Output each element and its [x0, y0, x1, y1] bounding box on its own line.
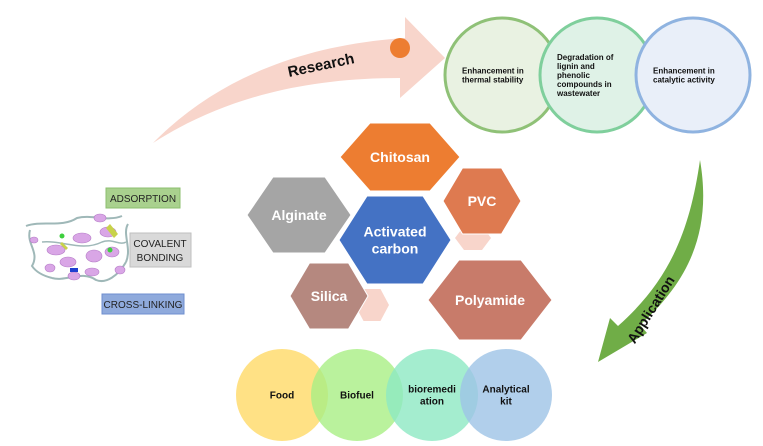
- outcome-1-text-line-2: thermal stability: [462, 75, 524, 84]
- application-biofuel-circle: [311, 349, 403, 441]
- support-alginate-hexagon: [246, 176, 352, 254]
- outcome-2-text-line-5: wastewater: [556, 89, 600, 98]
- research-arrow: [153, 17, 445, 143]
- outcome-3: [634, 16, 752, 134]
- support-alginate-label-line-1: Alginate: [271, 207, 326, 223]
- immobilization-methods: ADSORPTION COVALENT BONDING CROSS-LINKIN…: [101, 187, 192, 315]
- research-dot-icon: [390, 38, 410, 58]
- outcome-3-text-line-1: Enhancement in: [653, 66, 715, 75]
- method-covalent-bonding-label-line1: COVALENT: [133, 239, 186, 250]
- outcome-2-text-line-2: lignin and: [557, 62, 595, 71]
- support-activated-carbon-hexagon: [338, 195, 452, 285]
- application-analytical-kit-label-line-2: kit: [500, 397, 512, 408]
- method-covalent-bonding-label-line2: BONDING: [137, 253, 184, 264]
- support-pvc-label-line-1: PVC: [468, 193, 497, 209]
- application-food-label-line-1: Food: [270, 391, 294, 402]
- application-biofuel-label-line-1: Biofuel: [340, 391, 374, 402]
- method-cross-linking-box: [101, 293, 185, 315]
- outcome-2-text-line-4: compounds in: [557, 80, 612, 89]
- application-bioremedi-ation-label-line-2: ation: [420, 397, 444, 408]
- outcome-1-text-line-1: Enhancement in: [462, 66, 524, 75]
- enzyme-protein-structure: [25, 213, 129, 282]
- application-analytical-kit-circle: [460, 349, 552, 441]
- support-pvc-hexagon: [442, 167, 522, 235]
- support-activated-carbon-label-line-2: carbon: [372, 240, 419, 256]
- support-chitosan-hexagon: [339, 122, 461, 192]
- application-food-circle: [236, 349, 328, 441]
- support-silica-hexagon: [289, 262, 369, 330]
- method-adsorption-label: ADSORPTION: [110, 194, 176, 205]
- outcome-3-text-line-2: catalytic activity: [653, 75, 715, 84]
- application-bioremedi-ation-circle: [386, 349, 478, 441]
- application-analytical-kit-label-line-1: Analytical: [482, 385, 529, 396]
- support-polyamide-hexagon: [427, 259, 553, 341]
- application-label: Application: [624, 273, 678, 346]
- outcome-2-text-line-3: phenolic: [557, 71, 590, 80]
- support-polyamide-label-line-1: Polyamide: [455, 292, 525, 308]
- method-adsorption-box: [105, 187, 181, 209]
- outcome-2-text-line-1: Degradation of: [557, 53, 614, 62]
- support-silica-label-line-1: Silica: [311, 288, 348, 304]
- method-cross-linking-label: CROSS-LINKING: [104, 300, 183, 311]
- support-activated-carbon-label-line-1: Activated: [363, 223, 426, 239]
- support-chitosan-label-line-1: Chitosan: [370, 149, 430, 165]
- application-bioremedi-ation-label-line-1: bioremedi: [408, 385, 456, 396]
- method-covalent-bonding-box: [129, 232, 192, 268]
- application-arrow: [598, 160, 704, 362]
- outcome-circle: [634, 16, 752, 134]
